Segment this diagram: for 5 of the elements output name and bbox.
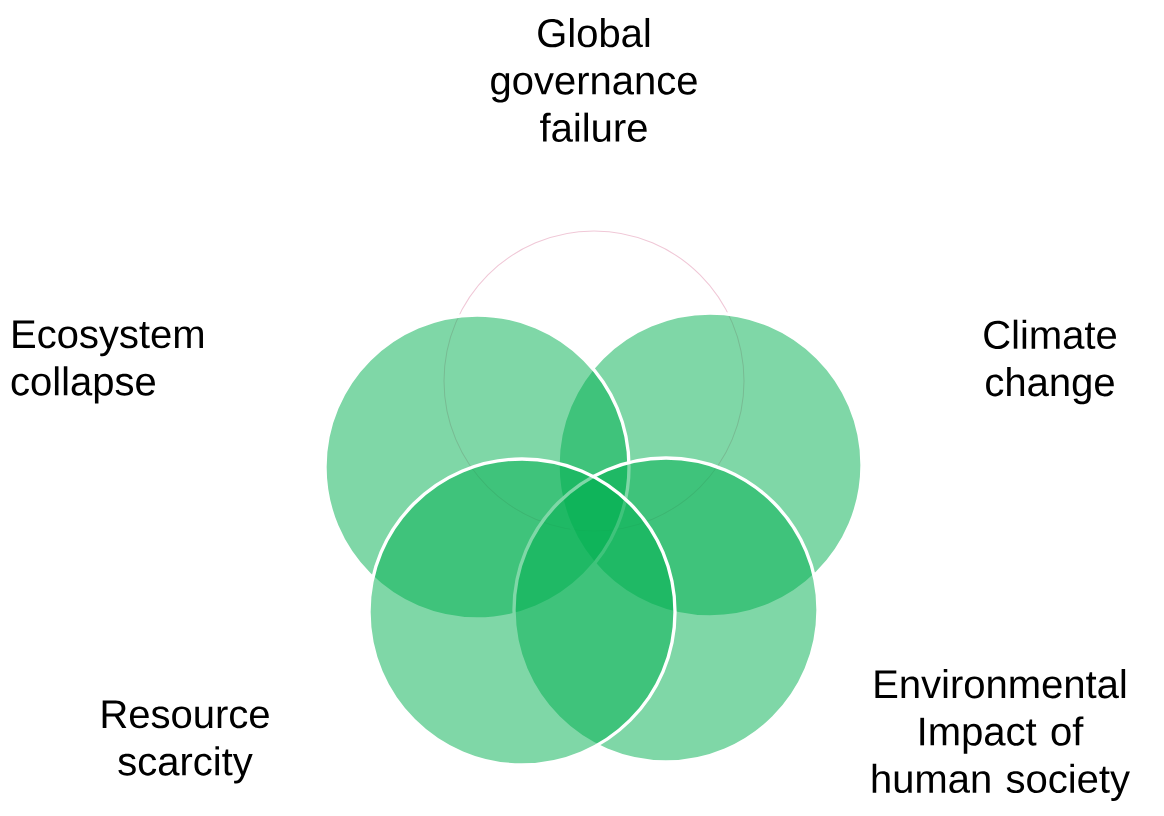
circle-label: Climate change [984, 319, 1116, 405]
circle-label: Resource scarcity [102, 700, 269, 784]
circle-label: Environmental Impact of human society [872, 669, 1130, 801]
circle-label: Global governance failure [491, 17, 697, 142]
circle-label: Ecosystem collapse [11, 320, 203, 404]
